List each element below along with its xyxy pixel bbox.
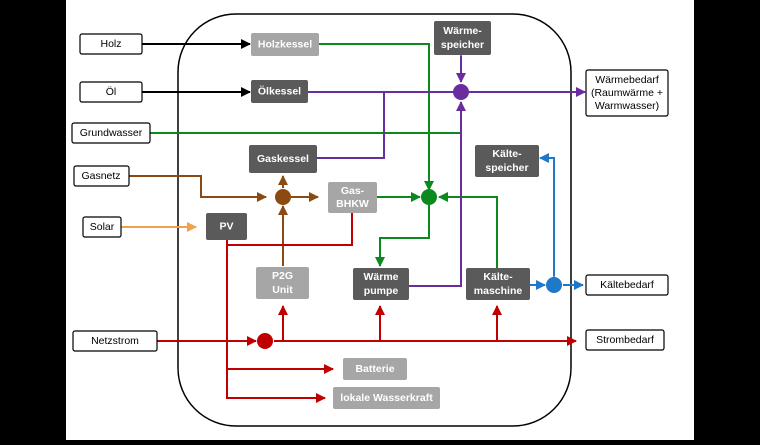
unit-p2g-line2: Unit: [272, 284, 293, 296]
input-grundwasser-label: Grundwasser: [80, 127, 143, 139]
unit-kaeltespeicher-line2: speicher: [485, 162, 528, 174]
power-node: [257, 333, 273, 349]
unit-p2g-line1: P2G: [272, 270, 293, 282]
cooling-node: [546, 277, 562, 293]
unit-batterie-label: Batterie: [355, 363, 394, 375]
gas-node: [275, 189, 291, 205]
heat-demand-node: [453, 84, 469, 100]
unit-waermepumpe-line2: pumpe: [364, 285, 399, 297]
input-holz-label: Holz: [100, 38, 121, 50]
input-holz-box: [79, 33, 143, 55]
output-strombedarf-box: [585, 329, 665, 351]
heat-node: [421, 189, 437, 205]
output-waermebedarf-box: [585, 69, 669, 117]
input-netzstrom-box: [72, 330, 158, 352]
output-strombedarf-label: Strombedarf: [596, 334, 654, 346]
unit-gas-bhkw-line2: BHKW: [336, 198, 369, 210]
unit-gaskessel-label: Gaskessel: [257, 153, 309, 165]
output-kaeltebedarf-label: Kältebedarf: [600, 279, 654, 291]
flow-waermepumpe-to-heat-demand: [409, 101, 466, 287]
unit-holzkessel-label: Holzkessel: [258, 39, 312, 51]
unit-pv-label: PV: [219, 221, 233, 233]
unit-kaeltemaschine-line2: maschine: [474, 285, 523, 297]
unit-batterie-box: [343, 358, 407, 380]
output-waermebedarf-line3: Warmwasser): [595, 100, 659, 112]
unit-gas-bhkw-line1: Gas-: [341, 185, 365, 197]
input-solar-box: [82, 216, 122, 238]
input-solar-label: Solar: [90, 221, 115, 233]
system-boundary: [177, 13, 572, 427]
input-oel-label: Öl: [106, 86, 117, 98]
unit-pv-box: [206, 213, 247, 240]
unit-holzkessel-box: [251, 33, 319, 56]
input-gasnetz-box: [73, 165, 130, 187]
unit-wasserkraft-box: [333, 387, 440, 409]
flow-holzkessel-to-heat-node: [319, 43, 434, 191]
unit-gaskessel-box: [249, 145, 317, 173]
flow-gasnetz-to-gas-node: [120, 171, 267, 202]
unit-waermespeicher-line1: Wärme-: [443, 25, 482, 37]
output-kaeltebedarf-box: [585, 274, 669, 296]
unit-kaeltespeicher-box: [475, 145, 539, 177]
input-netzstrom-label: Netzstrom: [91, 335, 139, 347]
input-gasnetz-label: Gasnetz: [81, 170, 120, 182]
unit-wasserkraft-label: lokale Wasserkraft: [340, 392, 433, 404]
unit-kaeltemaschine-line1: Kälte-: [483, 271, 513, 283]
output-waermebedarf-line1: Wärmebedarf: [595, 74, 659, 86]
unit-p2g-box: [256, 267, 309, 299]
input-grundwasser-box: [71, 122, 151, 144]
unit-waermespeicher-box: [434, 21, 491, 55]
unit-oelkessel-box: [251, 80, 308, 103]
flow-heat-node-to-waermepumpe: [375, 205, 430, 267]
flow-gaskessel-to-heat-demand: [317, 92, 385, 159]
unit-oelkessel-label: Ölkessel: [258, 85, 301, 98]
unit-waermepumpe-line1: Wärme: [363, 271, 398, 283]
unit-kaeltemaschine-box: [466, 268, 530, 300]
unit-kaeltespeicher-line1: Kälte-: [492, 148, 522, 160]
output-waermebedarf-line2: (Raumwärme +: [591, 87, 663, 99]
flow-bhkw-to-pv-bus: [227, 213, 353, 246]
flow-grundwasser-to-heat-node: [438, 192, 498, 276]
flow-kaeltespeicher-exchange: [539, 153, 559, 285]
flow-bus-to-wasserkraft: [226, 240, 326, 403]
unit-gas-bhkw-box: [328, 182, 377, 213]
unit-waermespeicher-line2: speicher: [441, 39, 484, 51]
unit-waermepumpe-box: [353, 268, 409, 300]
input-oel-box: [79, 81, 143, 103]
